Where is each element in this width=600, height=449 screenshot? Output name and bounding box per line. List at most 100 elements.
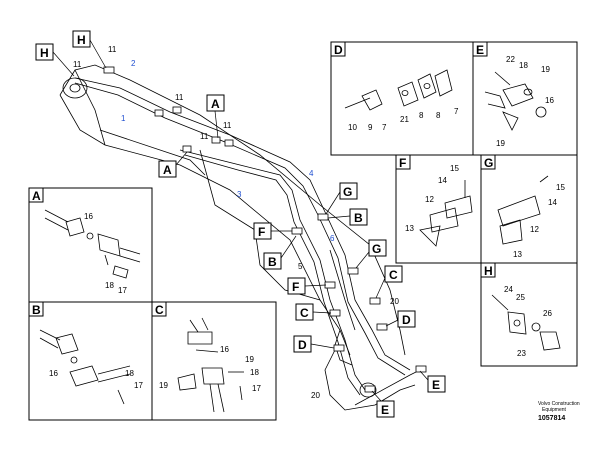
callout-e-2: E [371, 390, 395, 418]
part-number-15: 15 [450, 164, 459, 173]
svg-text:G: G [343, 185, 352, 199]
hose-number-3: 3 [237, 190, 242, 199]
svg-text:C: C [300, 306, 309, 320]
detail-panel-c: C 16 19 18 17 19 [151, 301, 277, 421]
part-number-13: 13 [513, 250, 522, 259]
hose-number-2: 2 [131, 59, 136, 68]
svg-text:D: D [334, 43, 343, 57]
part-number-12: 12 [425, 195, 434, 204]
detail-panel-g: G 15 14 12 13 [480, 154, 578, 264]
part-number-15: 15 [556, 183, 565, 192]
svg-text:A: A [32, 189, 41, 203]
part-number-19: 19 [496, 139, 505, 148]
part-number-19: 19 [541, 65, 550, 74]
part-number-10: 10 [348, 123, 357, 132]
callout-a-1: A [206, 94, 225, 139]
part-number-20: 20 [390, 297, 399, 306]
part-number-18: 18 [105, 281, 114, 290]
callout-g-1: G [325, 182, 358, 215]
part-number-9: 9 [368, 123, 373, 132]
callout-h-2: H [72, 30, 107, 69]
hose-number-1: 1 [121, 114, 126, 123]
svg-text:A: A [163, 163, 172, 177]
svg-text:G: G [372, 242, 381, 256]
callout-h-1: H [35, 43, 75, 77]
part-number-16: 16 [220, 345, 229, 354]
svg-text:E: E [381, 403, 389, 417]
part-number-23: 23 [517, 349, 526, 358]
svg-text:E: E [432, 378, 440, 392]
callout-d-1: D [385, 310, 416, 328]
part-number-18: 18 [125, 369, 134, 378]
svg-text:H: H [40, 46, 49, 60]
part-number-13: 13 [405, 224, 414, 233]
part-number-18: 18 [250, 368, 259, 377]
part-number-8: 8 [419, 111, 424, 120]
part-number-25: 25 [516, 293, 525, 302]
drawing-number: 1057814 [538, 415, 565, 422]
part-number-11: 11 [175, 93, 184, 102]
svg-text:C: C [155, 303, 164, 317]
part-number-22: 22 [506, 55, 515, 64]
clamp-markers [103, 66, 427, 393]
company-name: Volvo Construction [538, 401, 580, 407]
part-number-21: 21 [400, 115, 409, 124]
company-subtitle: Equipment [542, 407, 567, 413]
part-number-17: 17 [118, 286, 127, 295]
part-number-11: 11 [108, 45, 117, 54]
callout-c-1: C [375, 265, 403, 299]
part-number-11: 11 [73, 60, 82, 69]
detail-panel-b: B 16 18 17 [28, 301, 153, 421]
callout-c-2: C [295, 303, 332, 321]
svg-text:F: F [258, 225, 265, 239]
part-number-26: 26 [543, 309, 552, 318]
svg-text:E: E [476, 43, 484, 57]
footer-block: Volvo Construction Equipment 1057814 [538, 401, 580, 422]
callout-d-2: D [293, 335, 335, 353]
part-number-14: 14 [438, 176, 447, 185]
svg-text:C: C [389, 268, 398, 282]
svg-text:F: F [292, 280, 299, 294]
part-number-16: 16 [545, 96, 554, 105]
svg-text:B: B [268, 255, 277, 269]
svg-text:B: B [32, 303, 41, 317]
part-number-11: 11 [223, 121, 232, 130]
part-number-17: 17 [252, 384, 261, 393]
part-number-8: 8 [436, 111, 441, 120]
part-number-18: 18 [519, 61, 528, 70]
svg-text:G: G [484, 156, 493, 170]
detail-panel-a: A 16 18 17 [28, 187, 153, 303]
part-number-19: 19 [245, 355, 254, 364]
part-number-20: 20 [311, 391, 320, 400]
svg-text:F: F [399, 156, 406, 170]
part-number-16: 16 [49, 369, 58, 378]
hose-number-6: 6 [330, 234, 335, 243]
svg-text:D: D [402, 313, 411, 327]
callout-f-1: F [253, 222, 292, 240]
svg-text:A: A [211, 97, 220, 111]
callout-b-1: B [327, 208, 368, 226]
boom-assembly [59, 64, 406, 366]
part-number-5: 5 [298, 262, 303, 271]
part-number-24: 24 [504, 285, 513, 294]
callout-f-2: F [287, 277, 327, 295]
part-number-11: 11 [200, 132, 209, 141]
svg-text:B: B [354, 211, 363, 225]
hose-number-4: 4 [309, 169, 314, 178]
svg-text:D: D [298, 338, 307, 352]
callout-g-2: G [355, 239, 387, 269]
detail-panel-f: F 15 14 12 13 [395, 154, 482, 264]
part-number-19: 19 [159, 381, 168, 390]
part-number-7: 7 [382, 123, 387, 132]
detail-panel-e: E 22 18 19 16 19 [472, 41, 578, 156]
part-number-12: 12 [530, 225, 539, 234]
svg-text:H: H [77, 33, 86, 47]
detail-panel-d: D 10 9 7 21 8 8 7 [330, 41, 474, 156]
part-number-16: 16 [84, 212, 93, 221]
part-number-7: 7 [454, 107, 459, 116]
svg-text:H: H [484, 264, 493, 278]
part-number-14: 14 [548, 198, 557, 207]
detail-panel-h: H 24 25 26 23 [480, 262, 578, 367]
